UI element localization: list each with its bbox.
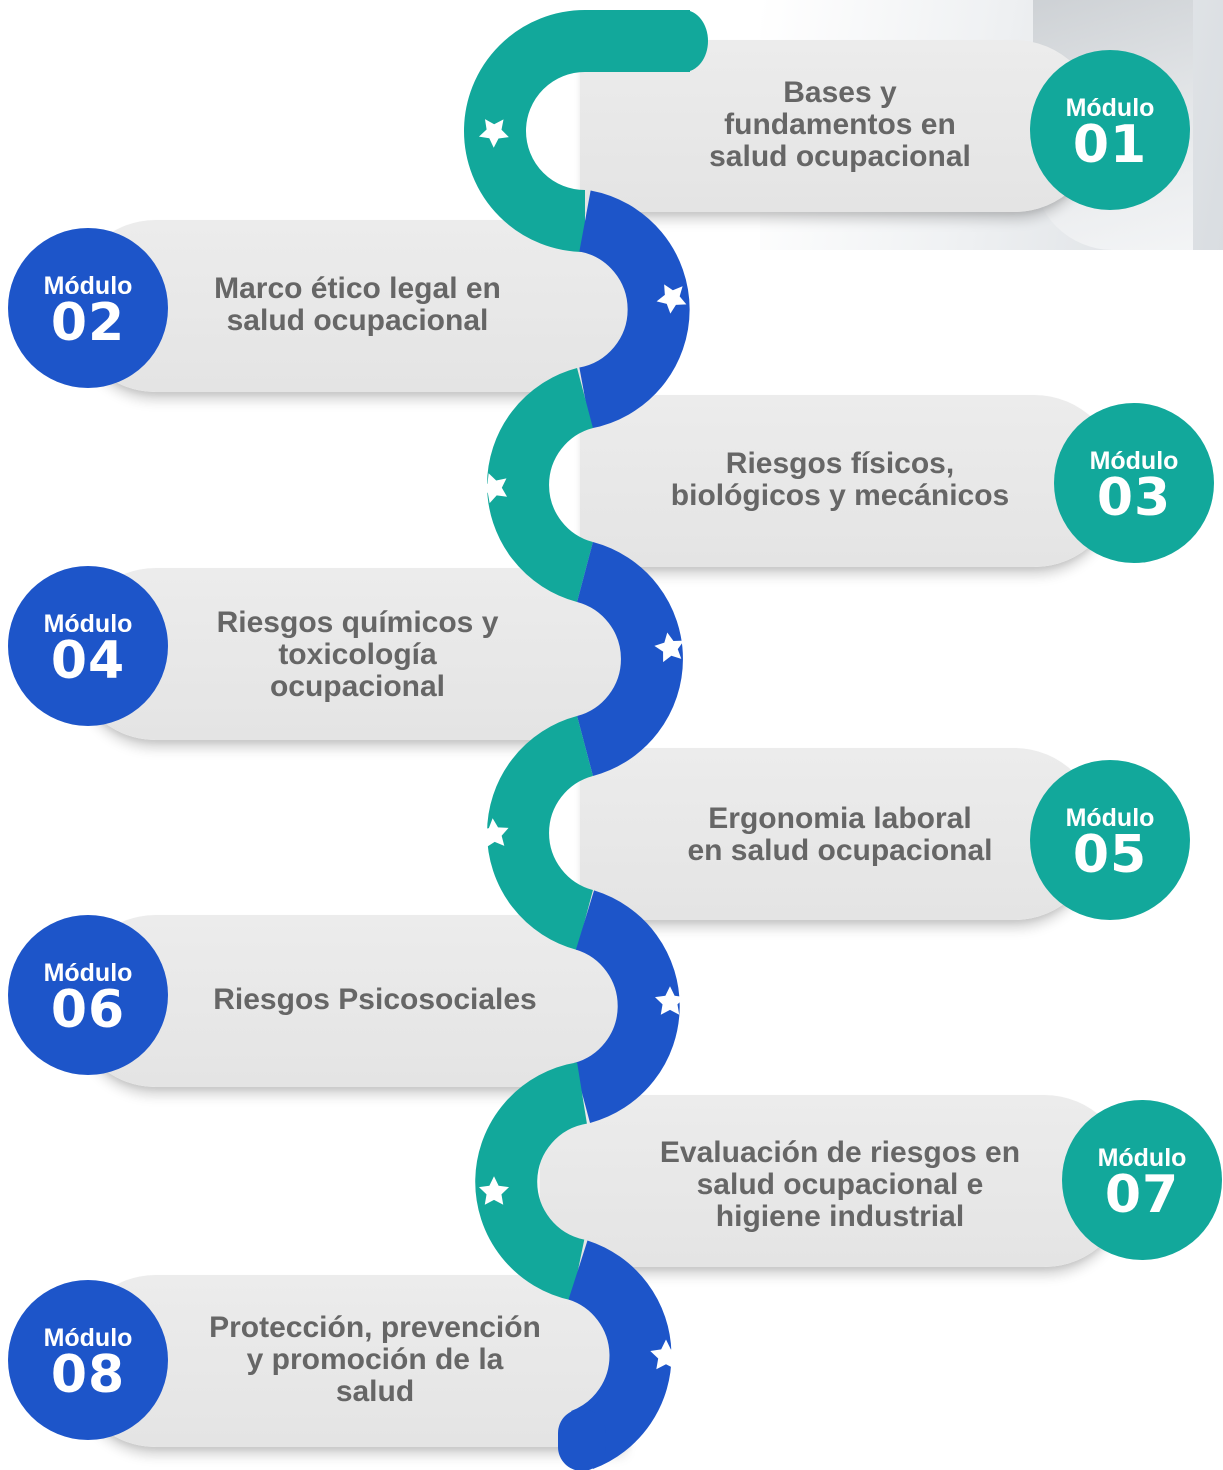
- module-label: Módulo: [1089, 447, 1179, 475]
- module-title-08: Protección, prevención y promoción de la…: [209, 1311, 541, 1408]
- module-badge-08: Módulo 08: [8, 1280, 168, 1440]
- module-badge-02: Módulo 02: [8, 228, 168, 388]
- module-label: Módulo: [43, 610, 133, 638]
- module-card-07[interactable]: [540, 1095, 1130, 1267]
- module-title-02: Marco ético legal en salud ocupacional: [214, 272, 501, 337]
- module-label: Módulo: [1097, 1144, 1187, 1172]
- module-label: Módulo: [43, 959, 133, 987]
- module-label: Módulo: [43, 272, 133, 300]
- star-icon: [650, 1339, 682, 1370]
- module-label: Módulo: [43, 1324, 133, 1352]
- star-icon: [654, 632, 684, 663]
- module-badge-04: Módulo 04: [8, 566, 168, 726]
- path-segment-03: [487, 368, 595, 602]
- module-title-04: Riesgos químicos y toxicología ocupacion…: [216, 606, 499, 703]
- star-icon: [654, 986, 686, 1015]
- module-title-03: Riesgos físicos, biológicos y mecánicos: [670, 447, 1010, 512]
- module-number: 02: [50, 293, 126, 353]
- module-title-01: Bases y fundamentos en salud ocupacional: [709, 76, 971, 173]
- module-badge-03: Módulo 03: [1054, 403, 1214, 563]
- module-label: Módulo: [1065, 804, 1155, 832]
- star-icon: [656, 284, 687, 314]
- module-number: 01: [1072, 115, 1148, 175]
- module-title-07: Evaluación de riesgos en salud ocupacion…: [659, 1136, 1021, 1233]
- star-icon: [478, 473, 508, 504]
- star-icon: [478, 818, 509, 848]
- star-icon: [478, 1176, 510, 1205]
- module-badge-06: Módulo 06: [8, 915, 168, 1075]
- module-number: 07: [1104, 1165, 1180, 1225]
- module-number: 08: [50, 1345, 126, 1405]
- module-label: Módulo: [1065, 94, 1155, 122]
- module-number: 03: [1096, 468, 1172, 528]
- module-title-06: Riesgos Psicosociales: [213, 983, 537, 1016]
- module-badge-01: Módulo 01: [1030, 50, 1190, 210]
- star-icon: [478, 119, 509, 148]
- module-number: 06: [50, 980, 126, 1040]
- module-number: 04: [50, 631, 126, 691]
- path-segment-05: [487, 716, 595, 950]
- module-title-05: Ergonomia laboral en salud ocupacional: [687, 802, 993, 867]
- module-number: 05: [1072, 825, 1148, 885]
- module-badge-07: Módulo 07: [1062, 1100, 1222, 1260]
- module-badge-05: Módulo 05: [1030, 760, 1190, 920]
